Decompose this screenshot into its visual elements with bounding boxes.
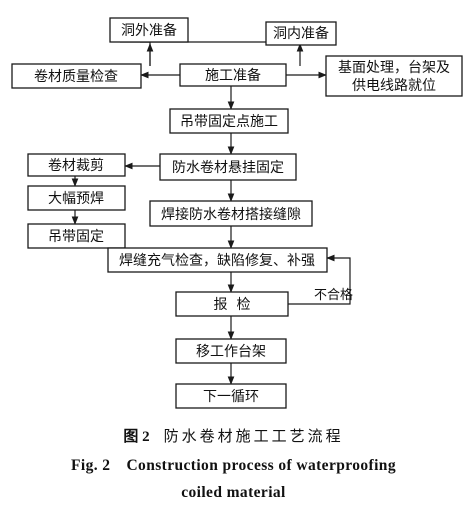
- node-strap-fixing: 吊带固定: [27, 223, 126, 249]
- construction-prep-label: 施工准备: [205, 67, 261, 84]
- base-treatment-label-2: 供电线路就位: [352, 78, 436, 94]
- strap-fixing-label: 吊带固定: [48, 229, 104, 245]
- wide-prewelding-label: 大幅预焊: [48, 191, 104, 207]
- caption-en-fig: Fig. 2: [71, 457, 111, 474]
- caption-zh: 图 2 防水卷材施工工艺流程: [0, 425, 467, 446]
- node-hanging-points: 吊带固定点施工: [169, 108, 289, 134]
- next-cycle-label: 下一循环: [203, 389, 259, 405]
- node-quality-check: 卷材质量检查: [11, 63, 142, 89]
- cutting-label: 卷材裁剪: [48, 158, 104, 174]
- caption-en-line2: coiled material: [0, 484, 467, 502]
- inflation-check-label: 焊缝充气检查，缺陷修复、补强: [119, 252, 315, 269]
- caption-zh-title: 防水卷材施工工艺流程: [163, 427, 344, 445]
- unqualified-label: 不合格: [314, 287, 353, 303]
- node-hanging-fix: 防水卷材悬挂固定: [159, 153, 297, 181]
- node-inspection: 报 检: [175, 291, 289, 317]
- caption-en-line1: Fig. 2 Construction process of waterproof…: [0, 457, 467, 475]
- node-inflation-check: 焊缝充气检查，缺陷修复、补强: [107, 247, 328, 273]
- inside-prep-label: 洞内准备: [273, 25, 329, 42]
- node-inside-prep: 洞内准备: [265, 21, 337, 46]
- base-treatment-label-1: 基面处理，台架及: [338, 59, 450, 76]
- welding-seam-label: 焊接防水卷材搭接缝隙: [161, 206, 301, 223]
- move-frame-label: 移工作台架: [196, 344, 266, 360]
- node-outside-prep: 洞外准备: [109, 17, 189, 43]
- caption-en-title-1: Construction process of waterproofing: [126, 457, 396, 474]
- quality-check-label: 卷材质量检查: [34, 69, 118, 85]
- caption-en-title-2: coiled material: [181, 484, 286, 501]
- caption-zh-fig: 图 2: [123, 429, 150, 445]
- node-base-treatment: 基面处理，台架及 供电线路就位: [325, 55, 463, 97]
- flowchart: 洞外准备 洞内准备 卷材质量检查 施工准备 基面处理，台架及 供电线路就位 吊带…: [11, 17, 463, 409]
- hanging-fix-label: 防水卷材悬挂固定: [172, 160, 284, 176]
- node-next-cycle: 下一循环: [175, 383, 287, 409]
- outside-prep-label: 洞外准备: [121, 22, 177, 39]
- node-cutting: 卷材裁剪: [27, 153, 126, 177]
- edge-prep-to-outside: [120, 41, 151, 66]
- node-welding-seam: 焊接防水卷材搭接缝隙: [149, 200, 313, 227]
- node-wide-prewelding: 大幅预焊: [27, 185, 126, 211]
- node-construction-prep: 施工准备: [179, 63, 287, 87]
- inspection-label: 报 检: [214, 297, 251, 313]
- hanging-points-label: 吊带固定点施工: [180, 114, 278, 130]
- edge-rework-loop: [288, 254, 351, 305]
- node-move-frame: 移工作台架: [175, 338, 287, 364]
